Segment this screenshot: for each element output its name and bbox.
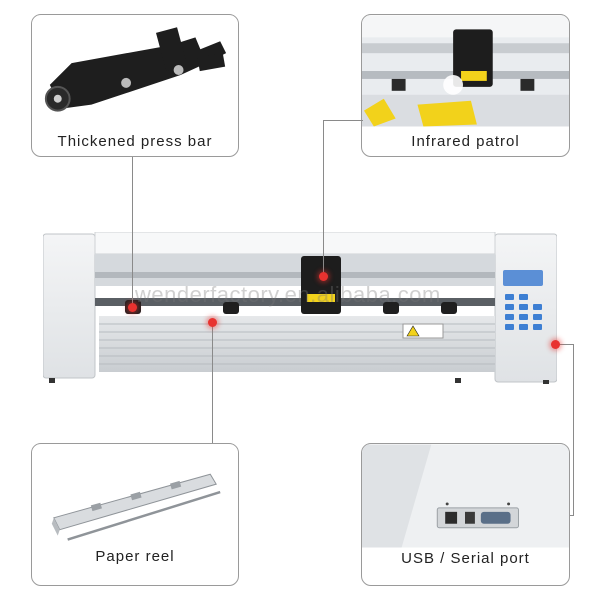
callout-press-bar: Thickened press bar — [31, 14, 239, 157]
marker-usb — [551, 340, 560, 349]
leader-paper-reel — [212, 322, 213, 444]
leader-press-bar — [132, 157, 133, 307]
leader-usb-v — [573, 344, 574, 516]
usb-serial-port-photo — [362, 444, 569, 548]
leader-infrared-v — [323, 120, 324, 276]
marker-press-bar — [128, 303, 137, 312]
press-bar-photo — [32, 15, 238, 127]
paper-reel-label: Paper reel — [95, 548, 175, 565]
paper-reel-photo — [32, 444, 238, 554]
cutting-plotter — [43, 232, 557, 384]
callout-paper-reel: Paper reel — [31, 443, 239, 586]
press-bar-label: Thickened press bar — [57, 133, 213, 150]
marker-infrared — [319, 272, 328, 281]
infrared-patrol-photo — [362, 15, 569, 127]
watermark-text: wenderfactory.en.alibaba.com — [135, 282, 441, 307]
marker-paper-reel — [208, 318, 217, 327]
callout-infrared-patrol: Infrared patrol — [361, 14, 570, 157]
callout-usb-serial-port: USB / Serial port — [361, 443, 570, 586]
leader-usb-h2 — [566, 515, 574, 516]
usb-serial-port-label: USB / Serial port — [401, 550, 530, 567]
leader-usb-h — [556, 344, 574, 345]
infrared-patrol-label: Infrared patrol — [411, 133, 520, 150]
leader-infrared-h — [323, 120, 363, 121]
